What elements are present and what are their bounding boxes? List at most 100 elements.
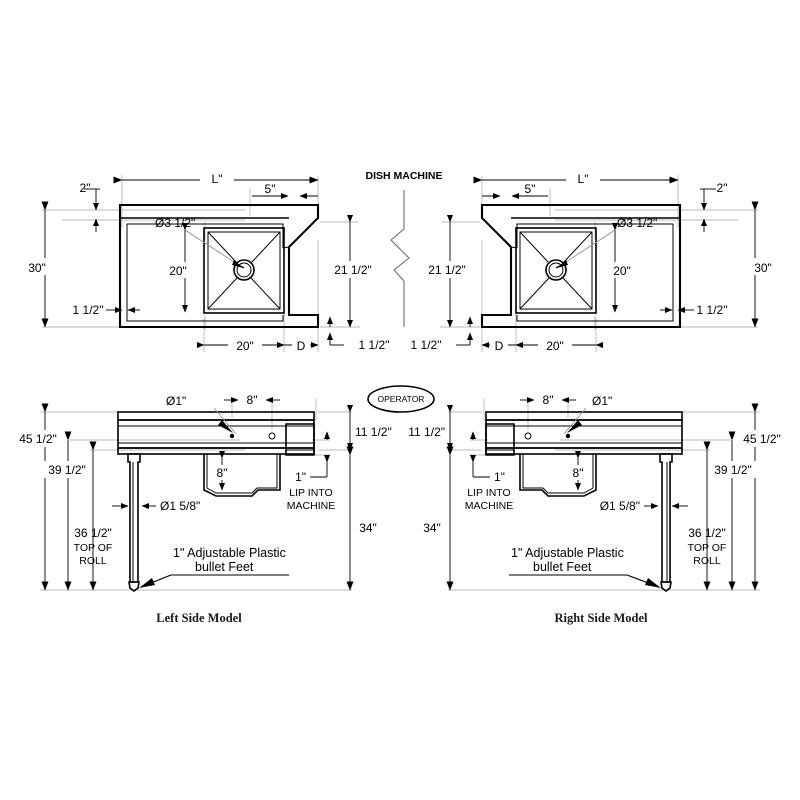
- dim-backsplash-left-text: 2": [80, 181, 91, 195]
- dim-lip-height-right: 1" LIP INTO MACHINE: [465, 431, 513, 512]
- dim-overall-height-right: 45 1/2": [730, 403, 792, 591]
- feet-note-right-line2: bullet Feet: [533, 560, 592, 574]
- dim-bowl-width-left-text: 20": [236, 339, 254, 353]
- sink-bowl-left: [203, 227, 285, 314]
- dim-roll-height-left: 36 1/2" TOP OF ROLL: [74, 441, 113, 591]
- dim-length-right-text: L": [578, 172, 589, 186]
- dim-drain-dia-left-text: Ø3 1/2": [155, 216, 195, 230]
- dim-lip-note-right-line1: LIP INTO: [467, 487, 510, 499]
- feet-note-left: 1" Adjustable Plastic bullet Feet: [139, 546, 289, 588]
- dim-roll-note-right-line2: ROLL: [693, 555, 721, 567]
- dish-machine-label-line1: DISH MACHINE: [365, 170, 442, 182]
- feet-note-left-line2: bullet Feet: [195, 560, 254, 574]
- dim-machine-lip-right: 11 1/2": [408, 405, 453, 451]
- dim-leg-dia-right: Ø1 5/8": [600, 499, 688, 513]
- dim-machine-depth-left: 21 1/2": [329, 215, 377, 328]
- feet-note-right-line1: 1" Adjustable Plastic: [511, 546, 624, 560]
- dim-lip-note-left-line1: LIP INTO: [289, 487, 332, 499]
- dim-leg-dia-left: Ø1 5/8": [112, 499, 200, 513]
- table-body-left: [117, 411, 315, 456]
- dim-notch-offset-left-text: 5": [265, 182, 276, 196]
- dim-machine-lip-right-text: 11 1/2": [408, 425, 445, 439]
- dim-bowl-width-right-text: 20": [546, 339, 564, 353]
- dim-bowl-depth-side-right-text: 8": [573, 466, 584, 480]
- dim-table-height-right: 34": [414, 446, 454, 591]
- faucet-holes-right: [524, 432, 571, 440]
- dim-bowl-width-right: 20": [515, 337, 603, 353]
- dim-worktop-height-left-text: 39 1/2": [48, 463, 86, 477]
- extension-lines-top-right: [440, 175, 758, 352]
- dim-front-lip-right-text: 1 1/2": [411, 338, 442, 352]
- dim-lip-height-left-text: 1": [295, 470, 306, 484]
- dim-length-left-text: L": [212, 172, 223, 186]
- dim-table-height-left: 34": [346, 446, 386, 591]
- dim-depth-left: 30": [22, 201, 56, 328]
- dim-faucet-hole-dia-right: Ø1": [563, 394, 612, 435]
- dim-lip-note-right-line2: MACHINE: [465, 500, 513, 512]
- dim-roll-height-right-text: 36 1/2": [688, 526, 726, 540]
- faucet-holes-left: [229, 432, 276, 440]
- dim-bowl-depth-side-right: 8": [566, 451, 590, 491]
- dim-bowl-depth-left: 20": [163, 223, 195, 313]
- dim-bowl-to-end-left: D: [277, 337, 319, 353]
- dim-lip-height-left: 1" LIP INTO MACHINE: [287, 431, 335, 512]
- dim-bowl-depth-right: 20": [606, 223, 638, 313]
- left-model-label: Left Side Model: [156, 611, 242, 625]
- dim-front-lip-left-text: 1 1/2": [359, 338, 390, 352]
- dim-machine-lip-left-text: 11 1/2": [355, 425, 392, 439]
- dim-bowl-depth-side-left: 8": [210, 451, 234, 491]
- table-top-outline-left: [118, 203, 320, 329]
- dim-roll-note-left-line2: ROLL: [79, 555, 107, 567]
- dim-table-height-left-text: 34": [359, 521, 377, 535]
- dim-length-right: L": [473, 170, 679, 186]
- dim-overall-height-right-text: 45 1/2": [743, 432, 781, 446]
- dim-faucet-spacing-right-text: 8": [543, 393, 554, 407]
- sink-bowl-side-right: [519, 454, 597, 497]
- dim-roll-note-left-line1: TOP OF: [74, 542, 113, 554]
- dim-depth-right-text: 30": [754, 261, 772, 275]
- dim-faucet-hole-dia-right-text: Ø1": [592, 394, 612, 408]
- dim-bowl-width-left: 20": [197, 337, 285, 353]
- dim-worktop-height-right: 39 1/2": [702, 431, 764, 591]
- top-view-right: L" 5" 2" 30" 1 1/2" Ø3 1: [411, 170, 778, 353]
- dim-backsplash-right-text: 2": [717, 181, 728, 195]
- dim-faucet-spacing-right: 8": [520, 393, 576, 407]
- feet-note-right: 1" Adjustable Plastic bullet Feet: [509, 546, 661, 588]
- dim-leg-dia-right-text: Ø1 5/8": [600, 499, 640, 513]
- dim-lip-note-left-line2: MACHINE: [287, 500, 335, 512]
- dim-bowl-depth-right-text: 20": [613, 264, 631, 278]
- operator-callout: OPERATOR: [367, 385, 435, 413]
- dim-worktop-height-left: 39 1/2": [36, 431, 98, 591]
- dim-drain-dia-right-text: Ø3 1/2": [617, 216, 657, 230]
- dim-machine-depth-right-text: 21 1/2": [428, 263, 466, 277]
- dim-front-edge-left-text: 1 1/2": [73, 303, 104, 317]
- dim-faucet-spacing-left: 8": [224, 393, 280, 407]
- dim-roll-height-right: 36 1/2" TOP OF ROLL: [688, 441, 726, 591]
- right-model-label: Right Side Model: [554, 611, 648, 625]
- dim-bowl-to-end-left-text: D: [297, 339, 306, 353]
- dim-overall-height-left-text: 45 1/2": [19, 432, 57, 446]
- dim-machine-lip-left: 11 1/2": [347, 405, 392, 451]
- dim-front-edge-right-text: 1 1/2": [697, 303, 728, 317]
- table-top-outline-right: [480, 203, 682, 329]
- dim-bowl-to-end-right-text: D: [495, 339, 504, 353]
- dim-notch-offset-right-text: 5": [525, 182, 536, 196]
- dim-table-height-right-text: 34": [423, 521, 441, 535]
- dim-depth-left-text: 30": [28, 261, 46, 275]
- dim-backsplash-right: 2": [700, 181, 727, 232]
- feet-note-left-line1: 1" Adjustable Plastic: [173, 546, 286, 560]
- sink-bowl-side-left: [203, 454, 281, 497]
- leg-right: [659, 453, 673, 592]
- dim-faucet-hole-dia-left: Ø1": [166, 394, 237, 435]
- dim-leg-dia-left-text: Ø1 5/8": [160, 499, 200, 513]
- leg-left: [127, 453, 141, 592]
- dim-overall-height-left: 45 1/2": [8, 403, 70, 591]
- dim-length-left: L": [113, 170, 319, 186]
- dish-machine-callout: DISH MACHINE: [365, 170, 443, 327]
- dim-notch-offset-left: 5": [252, 182, 318, 199]
- dim-faucet-hole-dia-left-text: Ø1": [166, 394, 186, 408]
- top-view-left: L" 5" 2" 30" 1 1/2": [22, 170, 389, 353]
- side-view-right: Ø1" 8" 8" Ø1 5/8" 4: [408, 393, 792, 625]
